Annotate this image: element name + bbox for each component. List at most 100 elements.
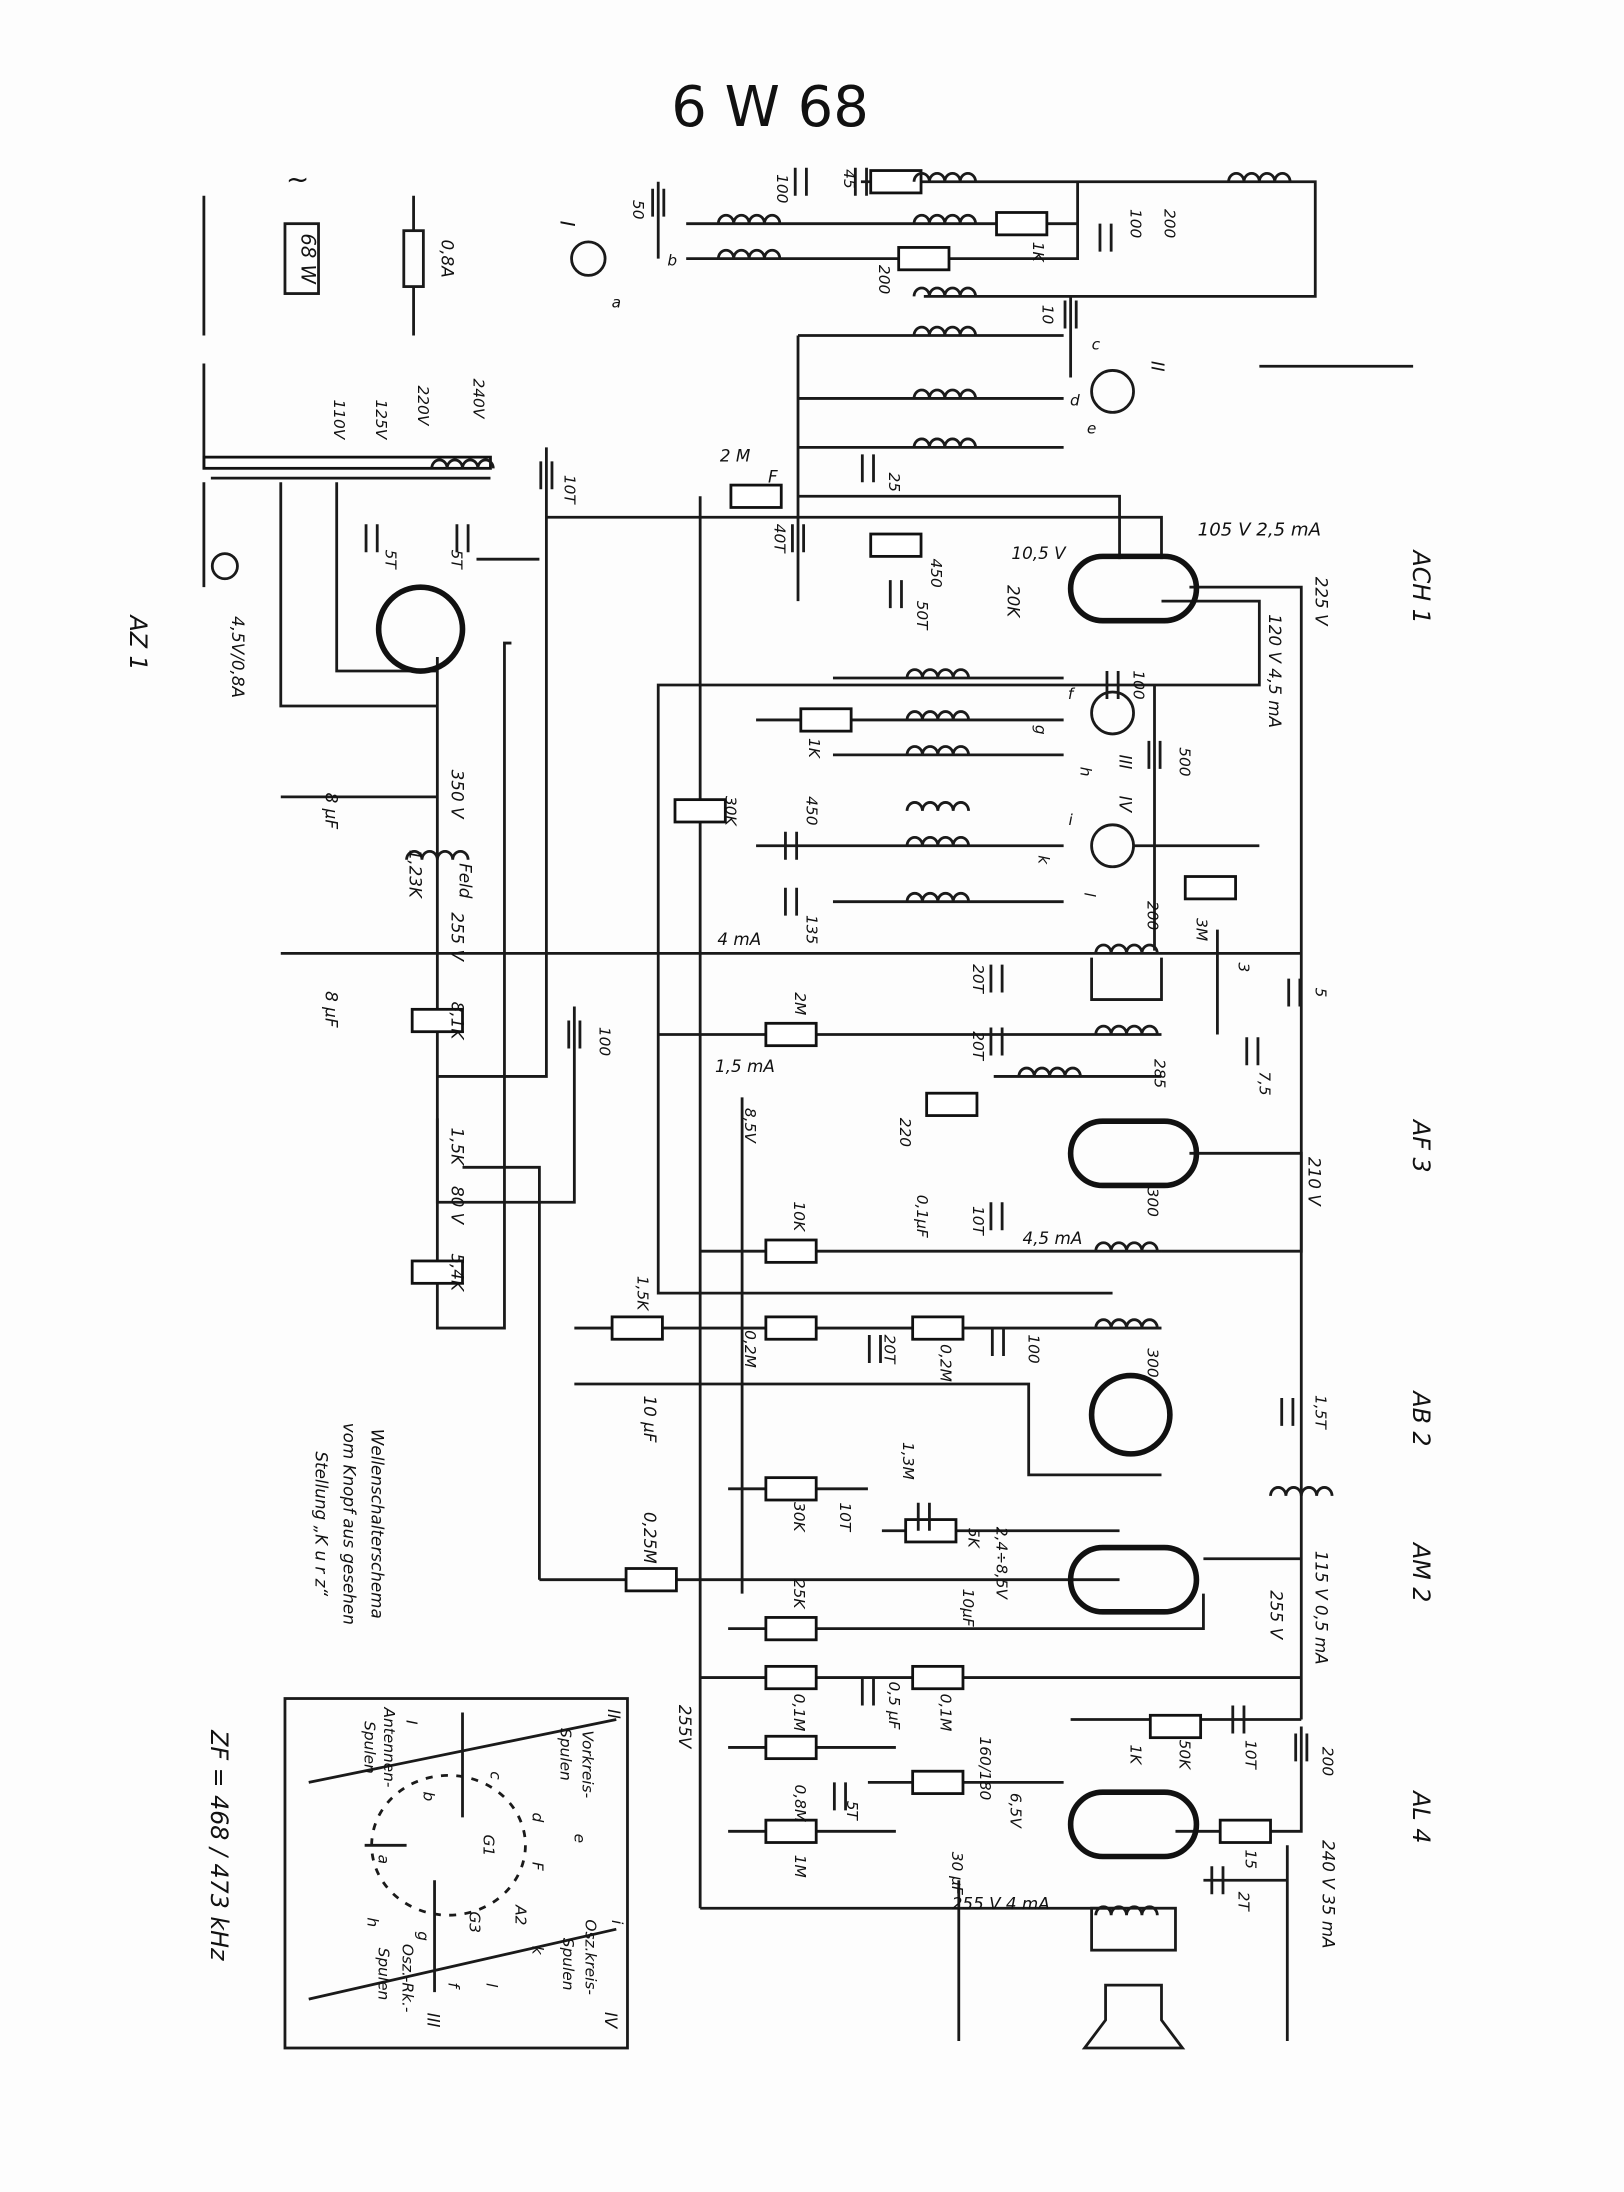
label-box-A2: A2 [512, 1904, 530, 1925]
label-box-spulen3: Spulen [559, 1938, 577, 1991]
label-cap8b: 8 µF [322, 991, 342, 1028]
label-r2m: 2M [791, 992, 809, 1015]
label-c20t-c: 20T [881, 1335, 899, 1366]
coil [1017, 1066, 1082, 1077]
coil [905, 710, 970, 721]
capacitor [567, 1020, 582, 1049]
label-i4ma: 4 mA [717, 929, 761, 949]
label-r15: 15 [1241, 1850, 1259, 1870]
antenna-socket-I [570, 240, 607, 277]
label-box-k: k [528, 1946, 546, 1956]
capacitor [1294, 1733, 1309, 1762]
label-box-II: II [604, 1709, 624, 1719]
capacitor [1287, 978, 1302, 1007]
wire [658, 1033, 1303, 1594]
capacitor [916, 1502, 931, 1531]
schematic-title: 6 W 68 [671, 75, 869, 140]
label-c01uf: 0,1µF [913, 1195, 931, 1239]
label-v115: 115 V 0,5 mA [1311, 1551, 1331, 1665]
capacitor [832, 1782, 847, 1811]
label-r3m: 3M [1192, 918, 1210, 941]
label-ant-a: a [612, 294, 621, 312]
label-fuse: 0,8A [438, 240, 458, 278]
label-sw-III: III [1116, 754, 1136, 769]
label-c5t-a: 5T [382, 550, 400, 571]
switch-II [1090, 369, 1135, 414]
label-v255-b: 255 V [1267, 1590, 1287, 1640]
wire [546, 515, 1303, 1720]
label-box-spulen4: Spulen [375, 1948, 393, 2001]
label-r1k-al: 1K [1127, 1745, 1145, 1767]
coil [912, 172, 977, 182]
label-v80: 80 V [447, 1186, 467, 1226]
model-box [283, 222, 320, 295]
label-box-osz: Osz.kreis- [582, 1919, 600, 1995]
label-v255-4: 255 V 4 mA [952, 1894, 1050, 1914]
label-box-G3: G3 [465, 1911, 483, 1933]
wire [1069, 296, 1414, 378]
label-sw-f: f [1068, 685, 1076, 703]
label-c30uf: 30 µF [948, 1852, 966, 1896]
label-v8-5: 8,5V [741, 1108, 759, 1144]
wiring [202, 180, 1414, 2042]
label-box-F: F [528, 1862, 546, 1872]
label-r160: 160/180 [976, 1737, 994, 1801]
label-sw-i: i [1068, 811, 1073, 829]
label-tubes-am2: AM 2 [1407, 1541, 1435, 1602]
label-v220: 220V [414, 385, 432, 426]
label-r02m-b: 0,2M [937, 1344, 955, 1382]
wire [656, 181, 1080, 261]
resistor [911, 1769, 965, 1795]
label-v125: 125V [372, 399, 390, 440]
capacitor [990, 1328, 1005, 1357]
label-r15k-pot: 1,5K [447, 1127, 467, 1167]
label-model-box: 68 W [297, 233, 320, 284]
label-r01m-a: 0,1M [790, 1694, 808, 1732]
label-v10-5: 10,5 V [1011, 543, 1067, 563]
capacitor [1231, 1705, 1246, 1734]
label-r15k: 1,5K [633, 1276, 651, 1312]
label-r10k: 10K [790, 1201, 808, 1233]
label-r20k: 20K [1004, 585, 1024, 619]
label-v6-5: 6,5V [1007, 1793, 1025, 1829]
loudspeaker [1081, 1983, 1186, 2050]
capacitor [1105, 671, 1120, 699]
resistor [624, 1567, 678, 1593]
wire [700, 1845, 1289, 2042]
label-c10t-b: 10T [836, 1502, 854, 1533]
label-tubes-al4: AL 4 [1407, 1789, 1435, 1843]
coil [905, 801, 970, 811]
label-r025m: 0,25M [640, 1512, 660, 1564]
resistor [764, 1238, 818, 1264]
wire [574, 496, 1162, 1909]
coil [716, 248, 782, 259]
resistor [1148, 1713, 1203, 1740]
label-r200-t: 200 [875, 265, 893, 294]
resistor [869, 532, 923, 558]
label-r30k-b: 30K [790, 1502, 808, 1534]
label-feld: Feld [456, 863, 476, 899]
resistor [764, 1664, 818, 1691]
label-r01m-b: 0,1M [937, 1694, 955, 1732]
label-v240-35: 240 V 35 mA [1318, 1840, 1338, 1949]
resistor [673, 798, 727, 824]
resistor [911, 1315, 965, 1341]
label-r30k: 30K [721, 796, 739, 828]
label-c5t-al: 5T [843, 1801, 861, 1822]
capacitor [989, 1202, 1004, 1231]
label-box-a: a [375, 1855, 393, 1864]
coil [905, 745, 970, 756]
capacitor [1280, 1397, 1295, 1426]
label-c10t-top: 10T [561, 475, 579, 506]
label-c100-t: 100 [773, 174, 791, 203]
label-tubes-az1: AZ 1 [124, 613, 152, 670]
label-v105: 105 V 2,5 mA [1198, 519, 1321, 540]
label-box-b: b [419, 1792, 437, 1802]
capacitor [1147, 740, 1162, 769]
label-r54k: 5,4K [447, 1253, 467, 1293]
label-r450-a: 450 [927, 558, 945, 587]
resistor [897, 246, 951, 272]
label-sw-IV: IV [1116, 796, 1136, 814]
wire [202, 482, 512, 1330]
